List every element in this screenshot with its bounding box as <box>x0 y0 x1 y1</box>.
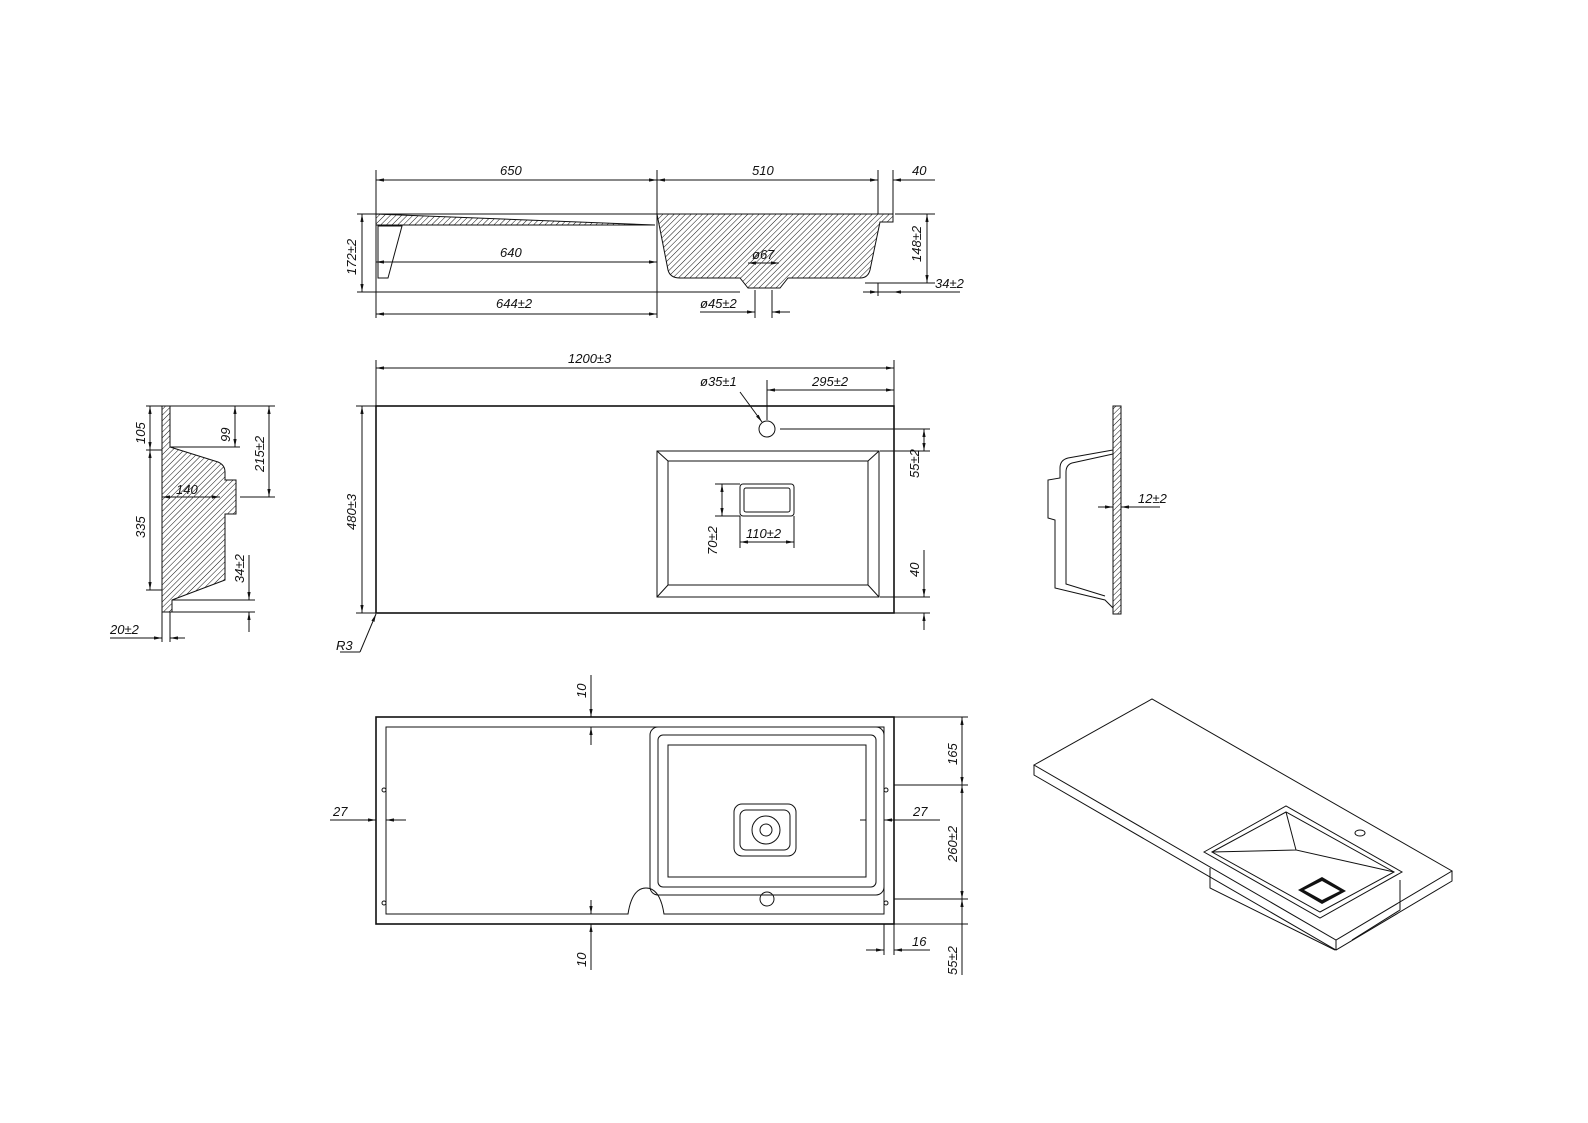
dim-55-bottom: 55±2 <box>945 945 960 975</box>
dim-40: 40 <box>912 163 927 178</box>
dim-40-plan: 40 <box>907 562 922 577</box>
dim-67: ø67 <box>752 247 775 262</box>
dim-215: 215±2 <box>252 435 267 473</box>
dim-650: 650 <box>500 163 522 178</box>
front-section-view: 650 510 40 172±2 640 ø67 148±2 34±2 644±… <box>344 163 965 318</box>
dim-70: 70±2 <box>705 525 720 555</box>
dim-165: 165 <box>945 743 960 765</box>
dim-640: 640 <box>500 245 522 260</box>
right-side-view: 12±2 <box>1047 405 1168 615</box>
dim-335: 335 <box>133 516 148 538</box>
dim-99: 99 <box>218 428 233 442</box>
dim-644: 644±2 <box>496 296 533 311</box>
dim-1200: 1200±3 <box>568 351 612 366</box>
dim-35: ø35±1 <box>700 374 737 389</box>
dim-34-side: 34±2 <box>232 553 247 583</box>
dim-110: 110±2 <box>746 526 782 541</box>
dim-480: 480±3 <box>344 493 359 530</box>
dim-140: 140 <box>176 482 198 497</box>
dim-295: 295±2 <box>811 374 849 389</box>
dim-r3: R3 <box>336 638 353 653</box>
dim-172: 172±2 <box>344 238 359 275</box>
dim-10-bottom: 10 <box>574 952 589 967</box>
isometric-view <box>1032 698 1453 951</box>
dim-27-left: 27 <box>332 804 348 819</box>
dim-20: 20±2 <box>109 622 140 637</box>
bottom-view: 10 27 165 27 260±2 16 55±2 10 <box>330 675 968 975</box>
dim-10-top: 10 <box>574 683 589 698</box>
dim-260: 260±2 <box>945 825 960 863</box>
dim-16: 16 <box>912 934 927 949</box>
plan-view: 1200±3 ø35±1 295±2 480±3 55±2 70±2 110±2… <box>336 351 930 653</box>
dim-12: 12±2 <box>1138 491 1168 506</box>
dim-148: 148±2 <box>909 225 924 262</box>
dim-55: 55±2 <box>907 448 922 478</box>
dim-27-right: 27 <box>912 804 928 819</box>
dim-34: 34±2 <box>935 276 965 291</box>
dim-45: ø45±2 <box>700 296 738 311</box>
dim-105: 105 <box>133 422 148 444</box>
left-section-view: 105 99 215±2 140 335 34±2 20±2 <box>109 405 275 642</box>
dim-510: 510 <box>752 163 774 178</box>
